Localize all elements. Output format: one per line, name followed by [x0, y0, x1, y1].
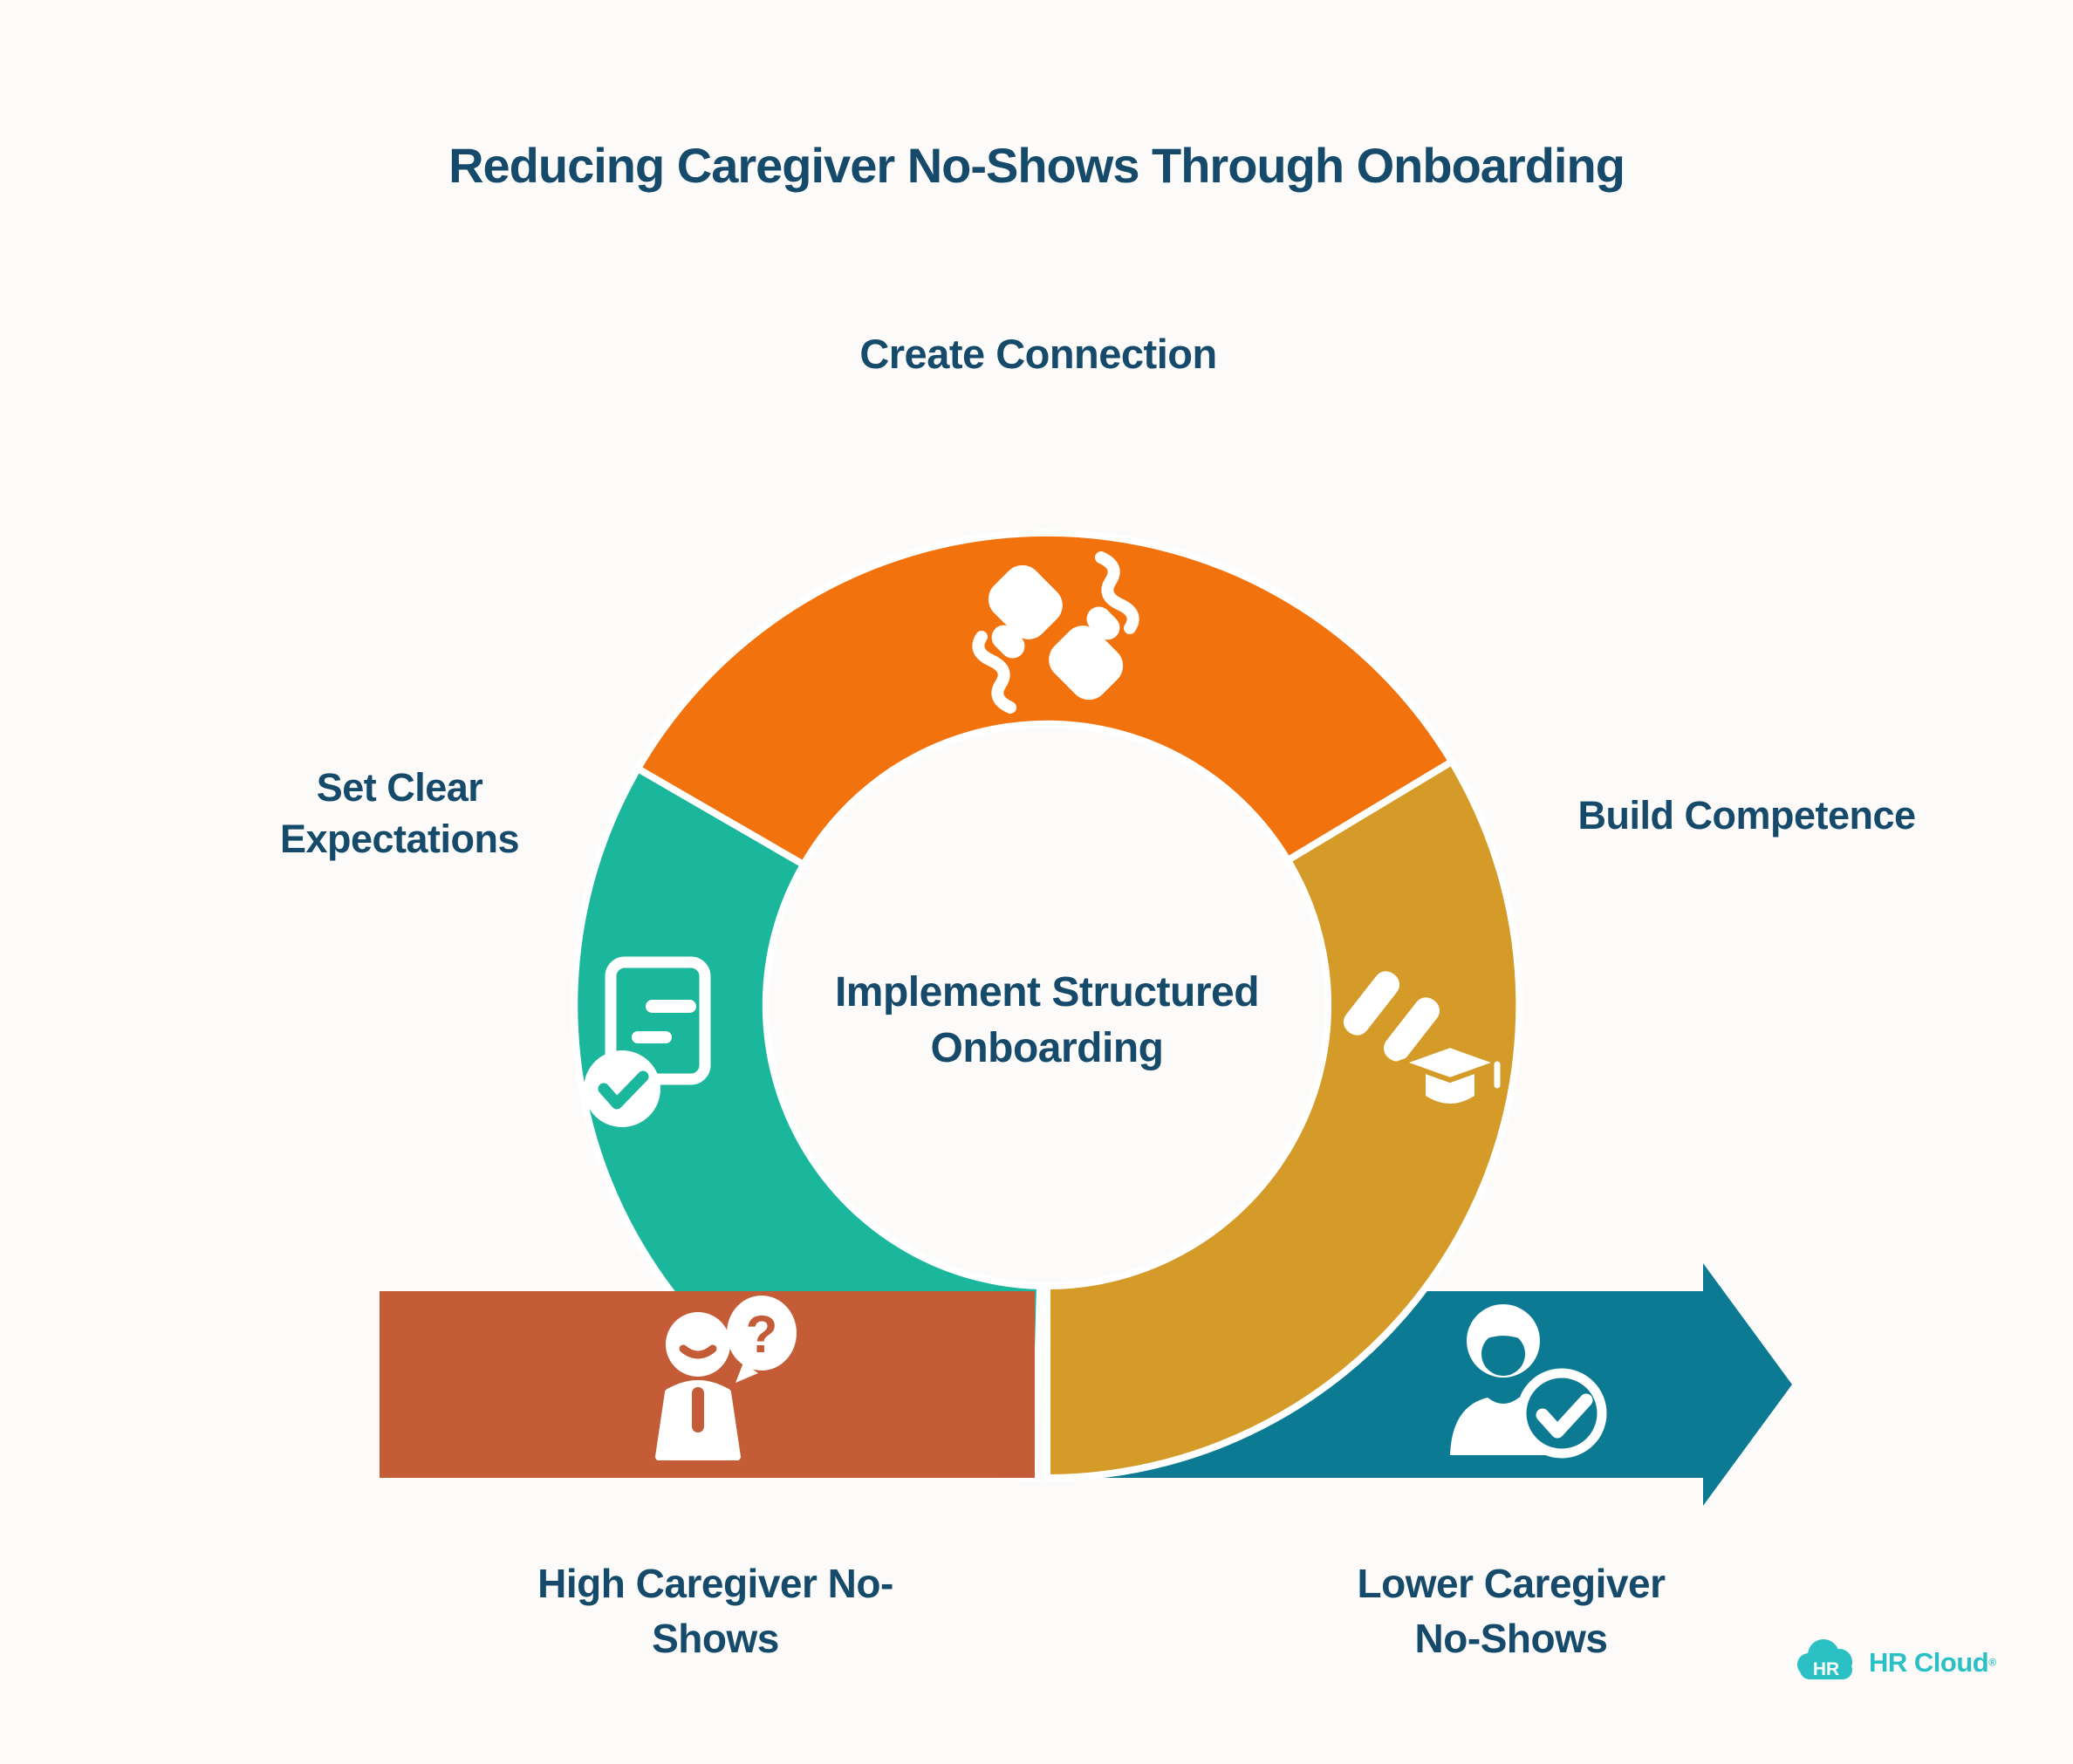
books-graduation-cap-icon: [1343, 971, 1507, 1104]
stage-label-lower-no-shows: Lower Caregiver No-Shows: [1357, 1561, 1666, 1662]
person-question-icon: ?: [655, 1296, 797, 1460]
registered-mark: ®: [1988, 1656, 1997, 1669]
hr-cloud-name: HR Cloud: [1869, 1647, 1989, 1678]
document-check-icon: [584, 956, 711, 1127]
ring-segment-create-connection: [633, 529, 1457, 870]
diagram-title: Reducing Caregiver No-Shows Through Onbo…: [448, 138, 1625, 193]
question-mark-glyph: ?: [746, 1305, 778, 1364]
hr-cloud-abbr: HR: [1813, 1659, 1839, 1679]
caregiver-check-icon: [1450, 1304, 1607, 1459]
hr-cloud-logo: HR HR Cloud®: [1796, 1637, 1996, 1689]
ring-segment-build-competence: [1043, 756, 1523, 1482]
stage-label-create-connection: Create Connection: [859, 331, 1217, 377]
stage-label-set-clear-expectations: Set Clear Expectations: [279, 765, 520, 861]
stage-label-high-no-shows: High Caregiver No- Shows: [537, 1561, 893, 1662]
hr-cloud-icon: HR: [1797, 1639, 1852, 1679]
stage-label-build-competence: Build Competence: [1577, 793, 1916, 838]
handshake-icon: [972, 551, 1139, 714]
stage-label-center: Implement Structured Onboarding: [834, 969, 1260, 1072]
